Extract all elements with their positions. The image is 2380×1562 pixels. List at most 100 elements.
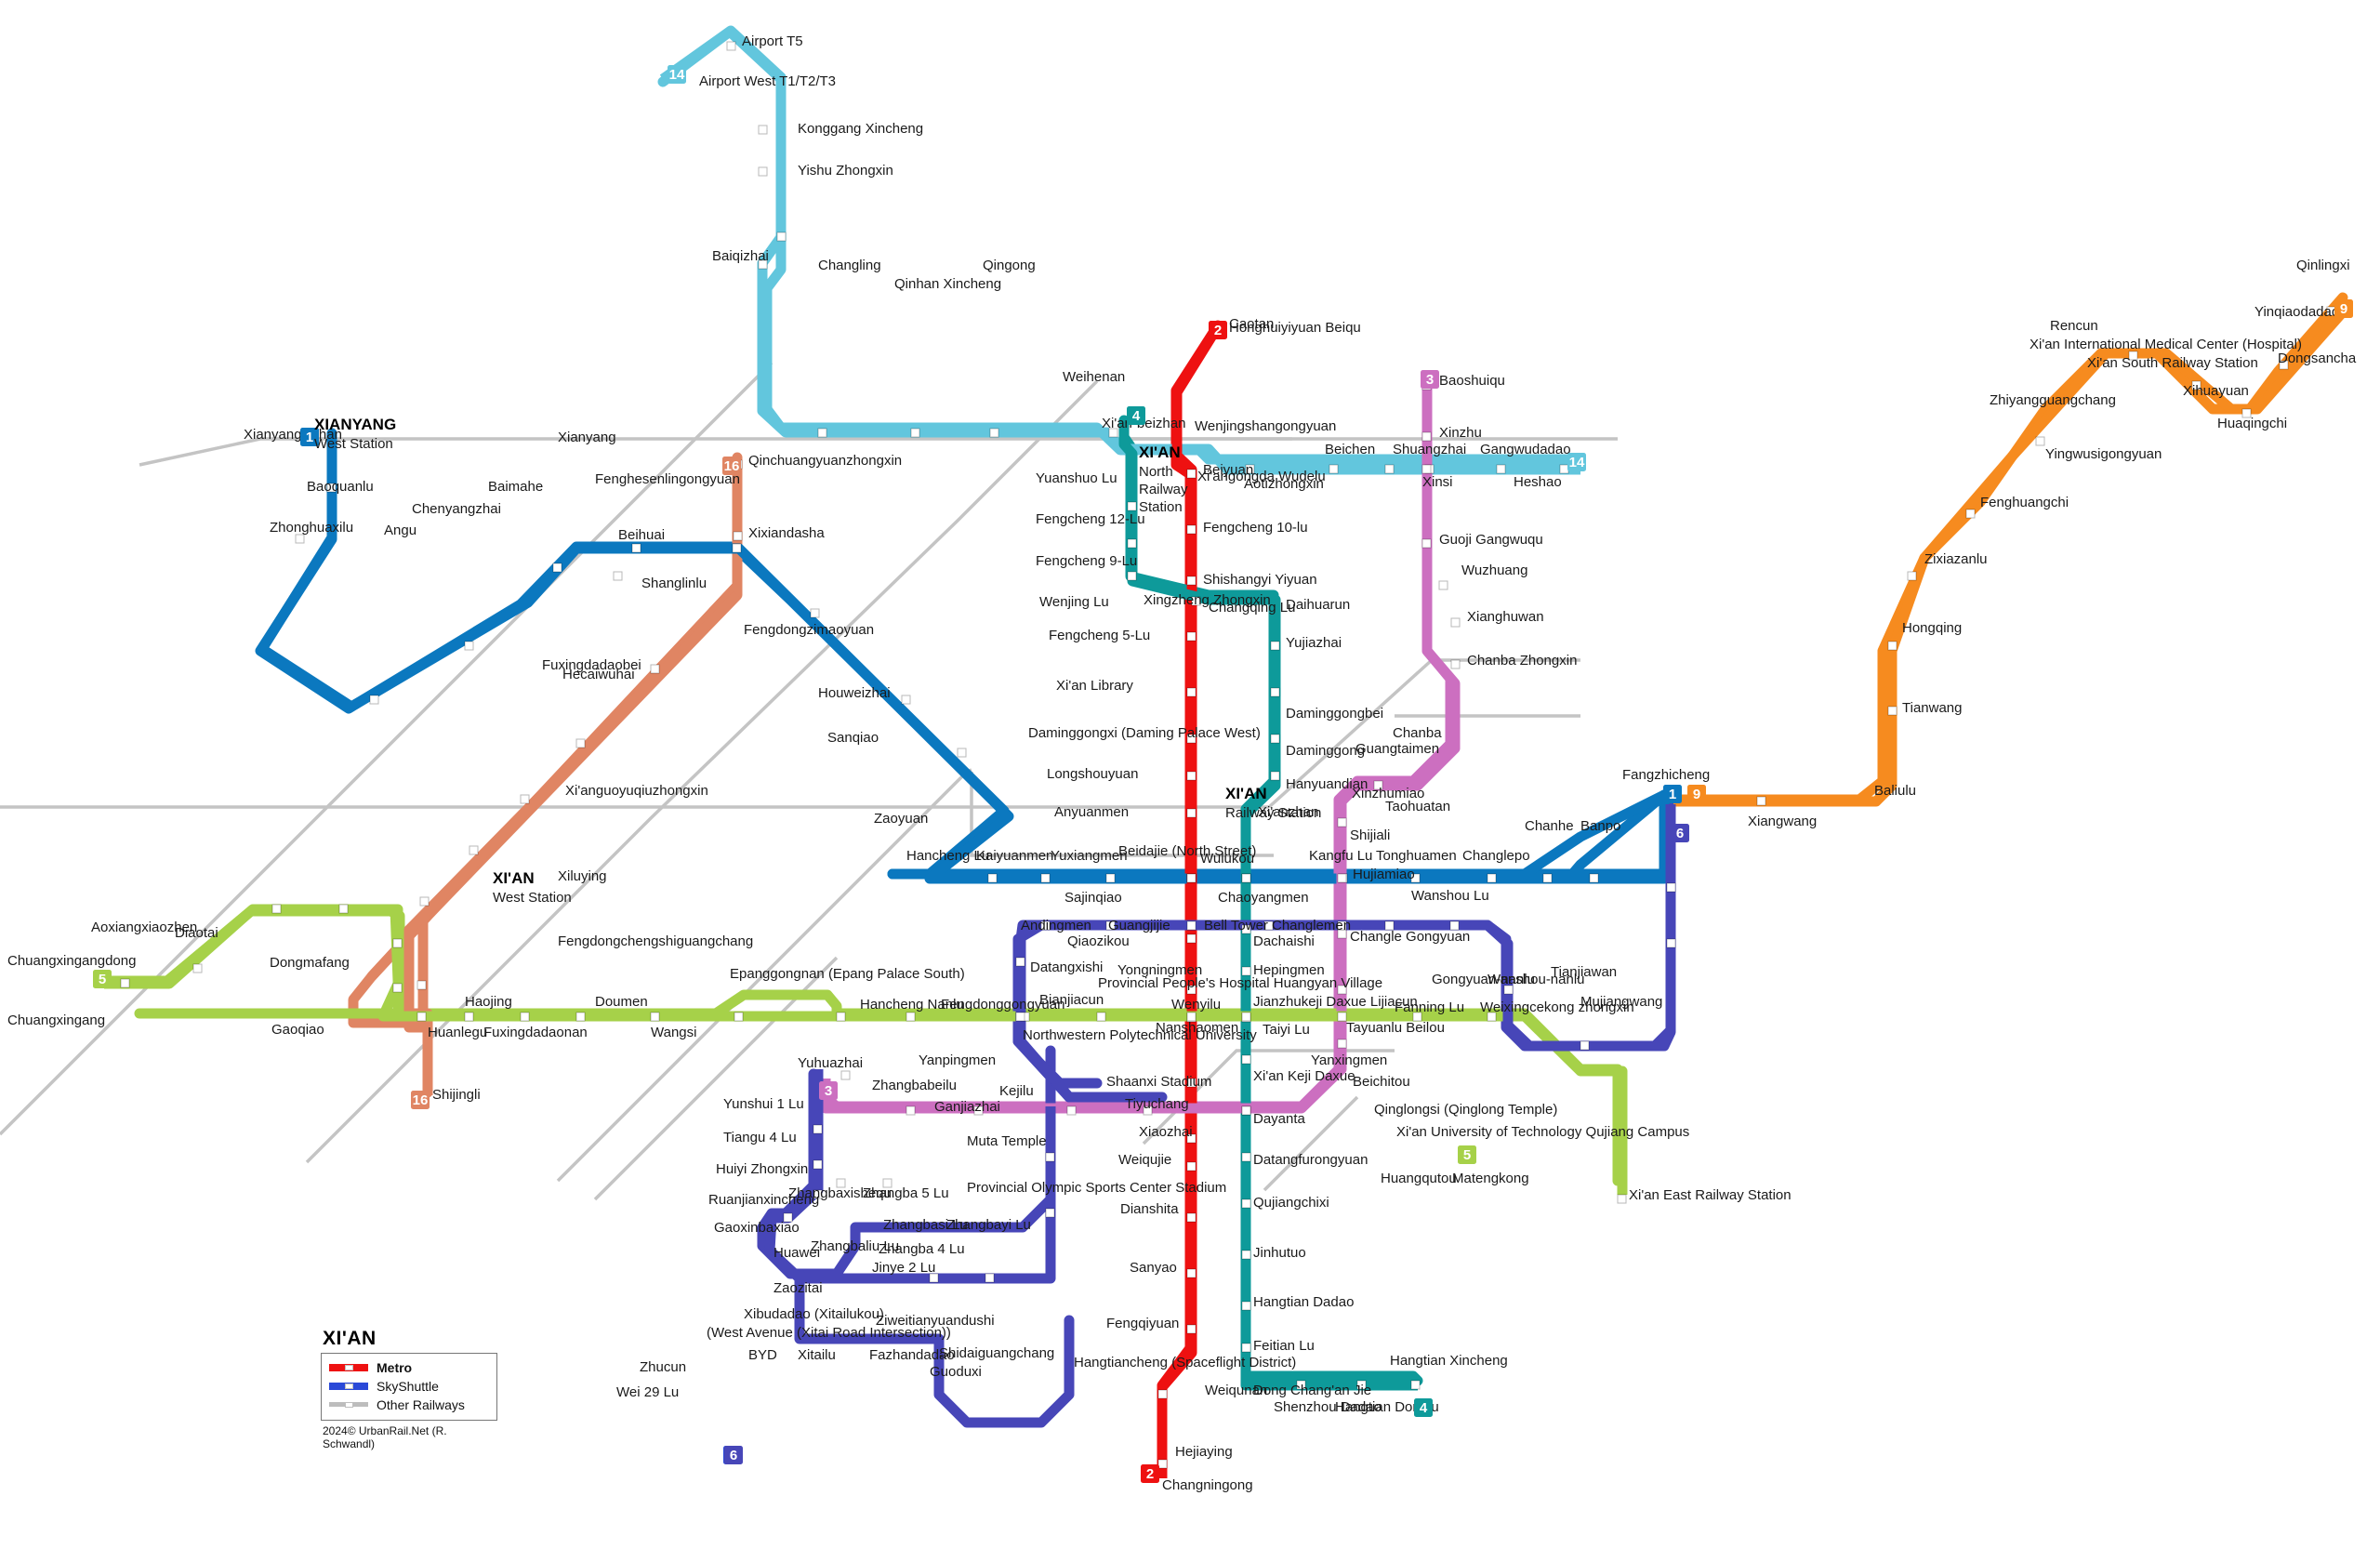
label-shanglinlu: Shanglinlu (641, 576, 707, 591)
label-xingzheng: Xingzheng Zhongxin (1144, 592, 1271, 608)
station-dot (1186, 687, 1197, 697)
station-dot (1045, 1152, 1055, 1162)
station-dot (1127, 501, 1137, 511)
station-dot (2279, 360, 2289, 370)
station-dot (1421, 538, 1432, 549)
label-gaoqiao: Gaoqiao (271, 1022, 324, 1038)
station-dot (1186, 631, 1197, 642)
label-shenzhou: Shenzhou Dadao (1274, 1399, 1382, 1415)
station-dot (783, 1212, 793, 1223)
station-dot (1384, 920, 1395, 931)
label-zhangbabeilu: Zhangbabeilu (872, 1078, 957, 1093)
label-wanshounan: Wanshou-nanlu (1488, 972, 1585, 987)
station-dot (1066, 1105, 1077, 1116)
line-badge-label: 3 (825, 1083, 832, 1099)
label-taohuatan: Taohuatan (1385, 799, 1450, 814)
station-dot (1337, 985, 1347, 995)
label-zhangbayi: Zhangbayi Lu (946, 1217, 1031, 1233)
station-dot (1096, 1012, 1106, 1022)
l3-main (820, 381, 1461, 1114)
label-xibudadao: Xibudadao (Xitailukou) (744, 1306, 884, 1322)
hub-sublabel: Railway (1139, 482, 1188, 497)
station-dot (1127, 571, 1137, 581)
label-fengqiyuan: Fengqiyuan (1106, 1316, 1179, 1331)
hub-sublabel: Railway Station (1225, 805, 1321, 821)
line-badge-16: 16 (722, 457, 741, 475)
label-yujiazhai: Yujiazhai (1286, 635, 1342, 651)
map-legend: XI'AN Metro SkyShuttle Other Railways 20… (321, 1328, 497, 1450)
label-westave: (West Avenue (Xitai Road Intersection)) (707, 1325, 951, 1341)
station-dot (1241, 1198, 1251, 1209)
label-baoquanlu: Baoquanlu (307, 479, 374, 495)
label-fanninglu: Fanning Lu (1395, 999, 1464, 1015)
l8-loop (764, 1069, 1056, 1284)
line-badge-box (93, 970, 112, 988)
label-huiyi: Huiyi Zhongxin (716, 1161, 808, 1177)
station-dot (520, 794, 530, 804)
label-daminggong: Daminggong (1286, 743, 1365, 759)
label-mujiangwang: Mujiangwang (1580, 994, 1662, 1010)
label-xianghuwan: Xianghuwan (1467, 609, 1544, 625)
label-fuxingdadaonan: Fuxingdadaonan (483, 1025, 588, 1040)
station-dot (392, 938, 403, 948)
label-poly-2: Xi'an International Medical Center (Hosp… (2030, 337, 2302, 352)
label-tonghuamen: Tonghuamen (1376, 848, 1457, 864)
label-tiyuchang: Tiyuchang (1125, 1096, 1189, 1112)
station-dot (326, 483, 337, 493)
label-shijingli: Shijingli (432, 1087, 481, 1103)
label-zhucun: Zhucun (640, 1359, 686, 1375)
station-dot (1241, 1012, 1251, 1022)
label-weixing: Weixingcekong zhongxin (1480, 999, 1634, 1015)
station-dot (2035, 436, 2045, 446)
label-guoji: Guoji Gangwuqu (1439, 532, 1543, 548)
line-badge-box (1687, 785, 1706, 803)
label-andingmen: Andingmen (1021, 918, 1091, 933)
label-fengdongzm: Fengdongzimaoyuan (744, 622, 874, 638)
label-yanpingmen: Yanpingmen (919, 1052, 996, 1068)
line-badge-6: 6 (724, 1446, 743, 1464)
label-feitianlu: Feitian Lu (1253, 1338, 1315, 1354)
station-dot (1241, 1250, 1251, 1260)
station-dot (1186, 469, 1197, 479)
line-badge-box (724, 1446, 743, 1464)
label-dachaishi: Dachaishi (1253, 933, 1315, 949)
station-dot (1040, 873, 1051, 883)
line-badge-box (1421, 370, 1439, 389)
label-shuangzhai: Shuangzhai (1393, 442, 1466, 457)
label-fengcheng10: Fengcheng 10-lu (1203, 520, 1308, 536)
station-dot (1542, 873, 1553, 883)
label-hanchenglu: Hancheng Lu (906, 848, 989, 864)
station-dot (1487, 873, 1497, 883)
station-dot (1143, 1105, 1153, 1116)
hub-name: XIANYANG (314, 416, 396, 433)
station-dot (1186, 1212, 1197, 1223)
station-dot (1241, 1054, 1251, 1065)
label-zhangbasi: Zhangbasi Lu (883, 1217, 968, 1233)
label-heshao: Heshao (1514, 474, 1562, 490)
label-bianjiacun: Bianjiacun (1039, 992, 1104, 1008)
station-dot (1186, 873, 1197, 883)
station-dot (813, 1189, 823, 1199)
line-badge-label: 6 (1676, 826, 1684, 841)
label-hanyuandian: Hanyuandian (1286, 776, 1368, 792)
station-dot (1186, 734, 1197, 744)
label-caotan: Caotan (1229, 316, 1274, 332)
station-dot (810, 608, 820, 618)
label-zixiazanlu: Zixiazanlu (1924, 551, 1988, 567)
station-dot (910, 428, 920, 438)
station-dot (1329, 464, 1339, 474)
label-gaoxinbaxiao: Gaoxinbaxiao (714, 1220, 800, 1236)
label-shijiali: Shijiali (1350, 827, 1390, 843)
label-hangtiancheng: Hangtiancheng (Spaceflight District) (1074, 1355, 1296, 1370)
label-qujiangchixi: Qujiangchixi (1253, 1195, 1329, 1211)
label-qiaozikou: Qiaozikou (1067, 933, 1130, 949)
label-baiqizhai: Baiqizhai (712, 248, 769, 264)
station-dot (1438, 580, 1448, 590)
label-matengkong: Matengkong (1452, 1171, 1529, 1186)
station-dot (1450, 617, 1461, 628)
label-nanshaomen: Nanshaomen (1156, 1020, 1238, 1036)
label-zaoyuan: Zaoyuan (874, 811, 928, 827)
label-xihuayuan: Xihuayuan (2183, 383, 2249, 399)
station-dot (1270, 641, 1280, 651)
